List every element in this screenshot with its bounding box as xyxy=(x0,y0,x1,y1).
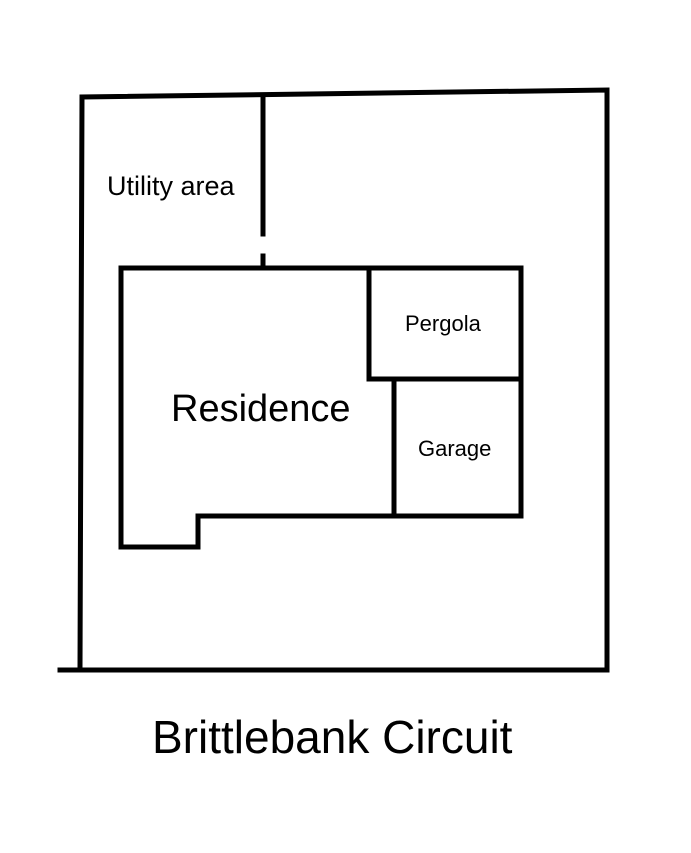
residence-label: Residence xyxy=(171,388,351,430)
residence-outline xyxy=(118,265,397,550)
pergola-label: Pergola xyxy=(405,311,482,336)
garage-outline xyxy=(391,376,524,519)
garage-label: Garage xyxy=(418,436,491,461)
street-name-label: Brittlebank Circuit xyxy=(152,711,513,763)
lot-boundary xyxy=(77,87,610,673)
utility-area-label: Utility area xyxy=(107,171,236,201)
